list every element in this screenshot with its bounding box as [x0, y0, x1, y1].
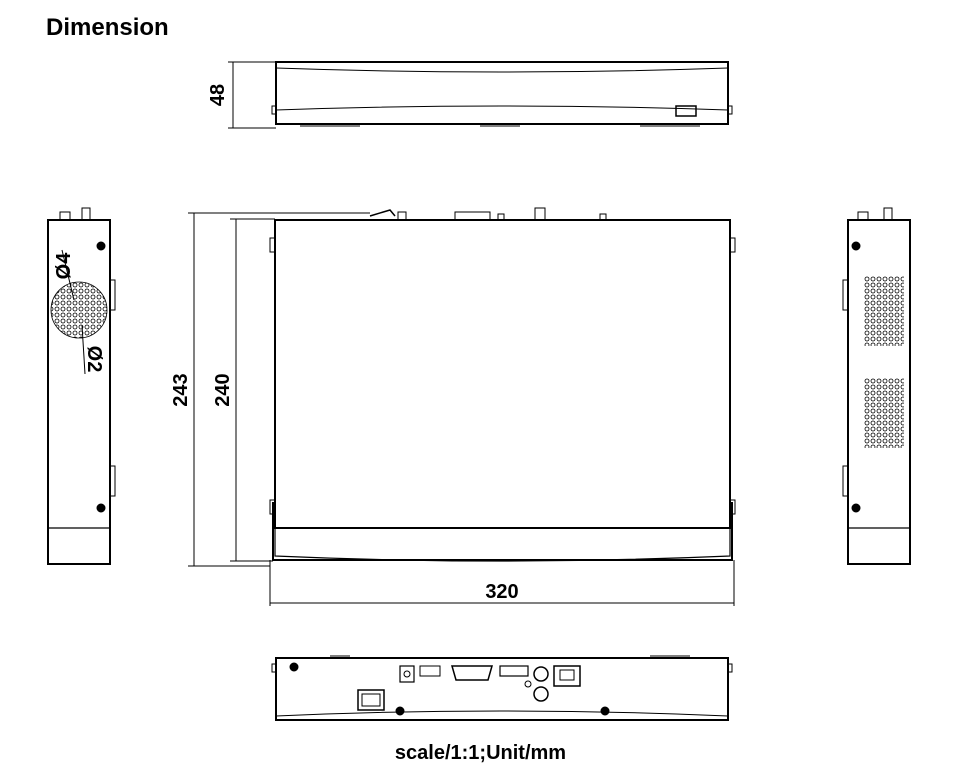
outer-depth-label: 243 [170, 373, 192, 406]
top-view [269, 207, 736, 562]
rear-view [271, 655, 733, 721]
screw-icon [96, 241, 106, 251]
depth-dimensions [188, 212, 370, 567]
screw-icon [851, 503, 861, 513]
screw-icon [289, 662, 299, 672]
width-dimension [269, 560, 735, 606]
vent-holes-icon [50, 281, 108, 339]
page-title: Dimension [46, 14, 169, 41]
width-label: 320 [485, 581, 518, 603]
audio-out-icon [533, 666, 549, 682]
hole-small-label: Ø2 [83, 346, 105, 373]
height-label: 48 [207, 84, 229, 106]
dc-power-jack-icon [399, 665, 415, 683]
vent-grid-upper-icon [864, 276, 904, 346]
hdmi-port-icon [499, 665, 529, 677]
vga-port-icon [451, 665, 493, 681]
left-side-view [47, 207, 116, 565]
screw-icon [395, 706, 405, 716]
front-view [271, 61, 733, 127]
screw-icon [96, 503, 106, 513]
screw-icon [600, 706, 610, 716]
scale-note: scale/1:1;Unit/mm [394, 742, 567, 764]
right-side-view [842, 207, 911, 565]
rs485-port-icon [419, 665, 441, 677]
vent-grid-lower-icon [864, 378, 904, 448]
inner-depth-label: 240 [212, 373, 234, 406]
ethernet-port-icon [553, 665, 581, 687]
height-dimension [228, 61, 276, 129]
screw-icon [851, 241, 861, 251]
audio-in-icon [533, 686, 549, 702]
front-led-window [675, 105, 697, 117]
power-switch-icon [357, 689, 385, 711]
hole-large-label: Ø4 [53, 252, 75, 280]
